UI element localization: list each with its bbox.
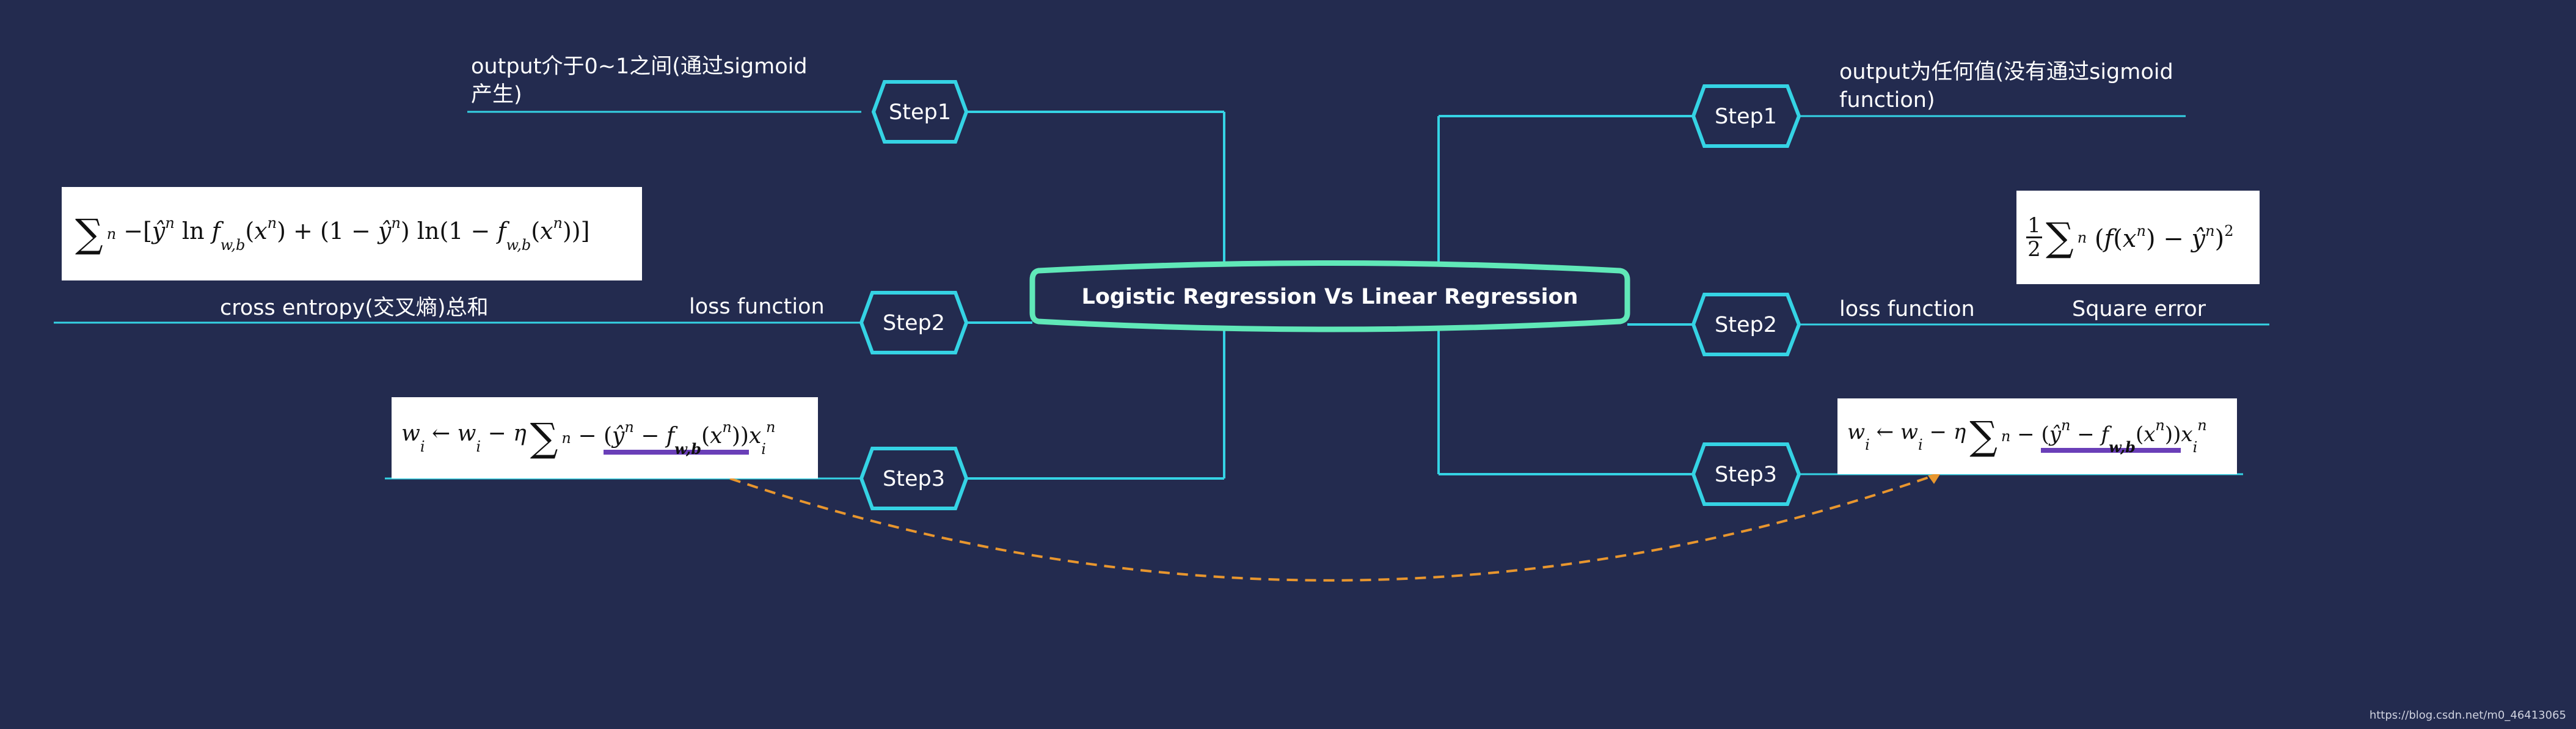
left-step3-node[interactable]: [859, 447, 969, 510]
left-step2-note: loss function: [689, 295, 825, 319]
right-step3-label: Step3: [1715, 463, 1777, 487]
left-step2-desc: cross entropy(交叉熵)总和: [220, 296, 489, 320]
left-step2-node[interactable]: [859, 291, 969, 354]
left-step1-label: Step1: [889, 100, 951, 125]
left-step2-label: Step2: [883, 311, 945, 335]
right-step2-node[interactable]: [1691, 293, 1801, 356]
watermark: https://blog.csdn.net/m0_46413065: [2369, 709, 2566, 722]
center-node[interactable]: [1029, 260, 1630, 332]
arrowhead-icon: [1928, 472, 1941, 484]
right-step1-node[interactable]: [1691, 84, 1801, 148]
right-step2-note: loss function: [1839, 297, 1975, 321]
right-step1-label: Step1: [1715, 104, 1777, 129]
right-step2-label: Step2: [1715, 313, 1777, 337]
right-step1-note: output为任何值(没有通过sigmoid function): [1839, 60, 2173, 112]
relation-dashed-arrow: [729, 473, 1938, 582]
center-title: Logistic Regression Vs Linear Regression: [1082, 285, 1578, 309]
left-step1-note: output介于0~1之间(通过sigmoid产生): [471, 54, 808, 107]
right-gradient-formula: wi ← wi − η ∑n − (ŷn − fw,b(xn))xin: [1837, 398, 2237, 474]
right-step2-desc: Square error: [2072, 297, 2206, 321]
left-step1-node[interactable]: [871, 80, 969, 144]
left-step3-label: Step3: [883, 467, 945, 491]
right-step3-node[interactable]: [1691, 442, 1801, 506]
left-cross-entropy-formula: ∑n −[ŷn ln fw,b(xn) + (1 − ŷn) ln(1 − fw…: [62, 187, 642, 280]
left-gradient-formula: wi ← wi − η ∑n − (ŷn − fw,b(xn))xin: [392, 397, 818, 478]
